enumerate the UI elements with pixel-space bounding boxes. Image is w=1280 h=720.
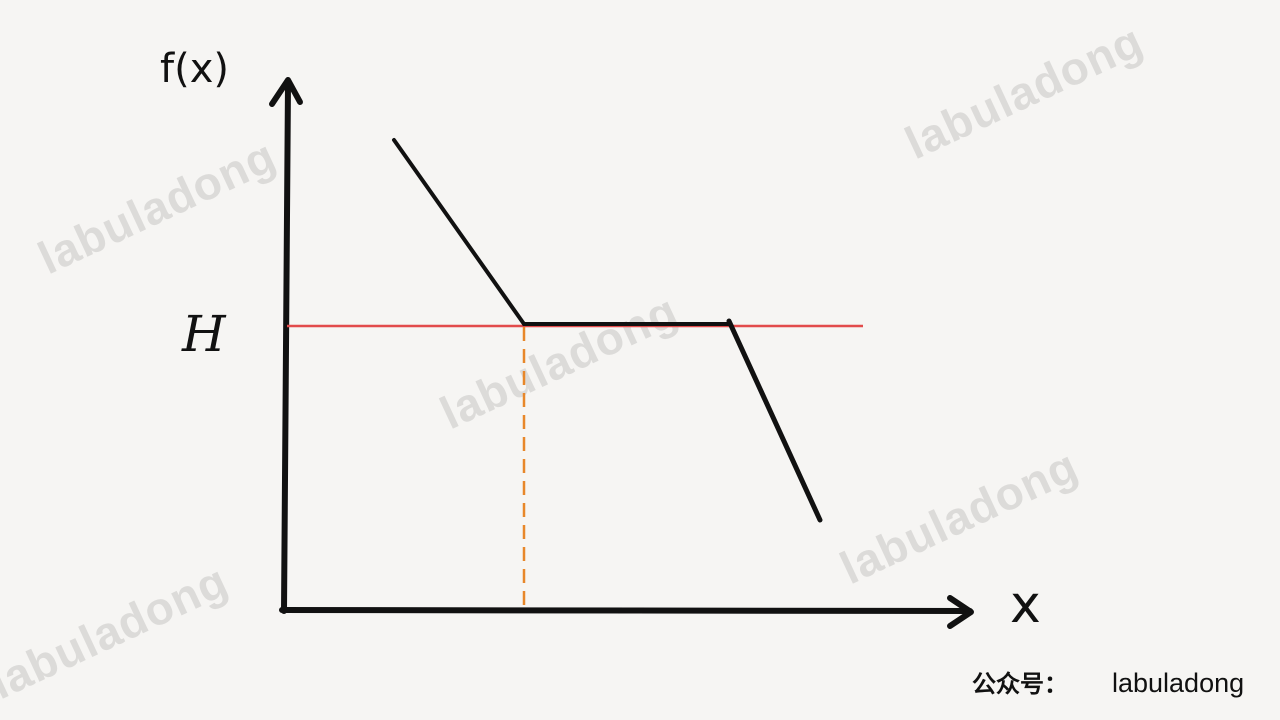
- watermarks: labuladong labuladong labuladong labulad…: [0, 14, 1151, 709]
- x-axis: [279, 607, 973, 614]
- curve-drop-segment: [726, 318, 823, 523]
- function-curve: [392, 138, 823, 523]
- threshold-label: H: [181, 305, 227, 363]
- y-axis: [281, 81, 291, 614]
- x-axis-label: x: [1010, 575, 1041, 635]
- watermark-text: labuladong: [432, 284, 685, 439]
- curve-descending-segment: [392, 138, 526, 326]
- watermark-text: labuladong: [0, 554, 236, 709]
- x-axis-arrowhead: [947, 595, 974, 629]
- footer-prefix: 公众号：: [972, 671, 1068, 698]
- watermark-text: labuladong: [897, 14, 1150, 169]
- axes: [269, 77, 974, 629]
- y-axis-label: f(x): [160, 46, 229, 92]
- watermark-text: labuladong: [30, 129, 283, 284]
- y-axis-arrowhead: [269, 77, 303, 107]
- watermark-text: labuladong: [832, 439, 1085, 594]
- footer-handle: labuladong: [1112, 668, 1244, 698]
